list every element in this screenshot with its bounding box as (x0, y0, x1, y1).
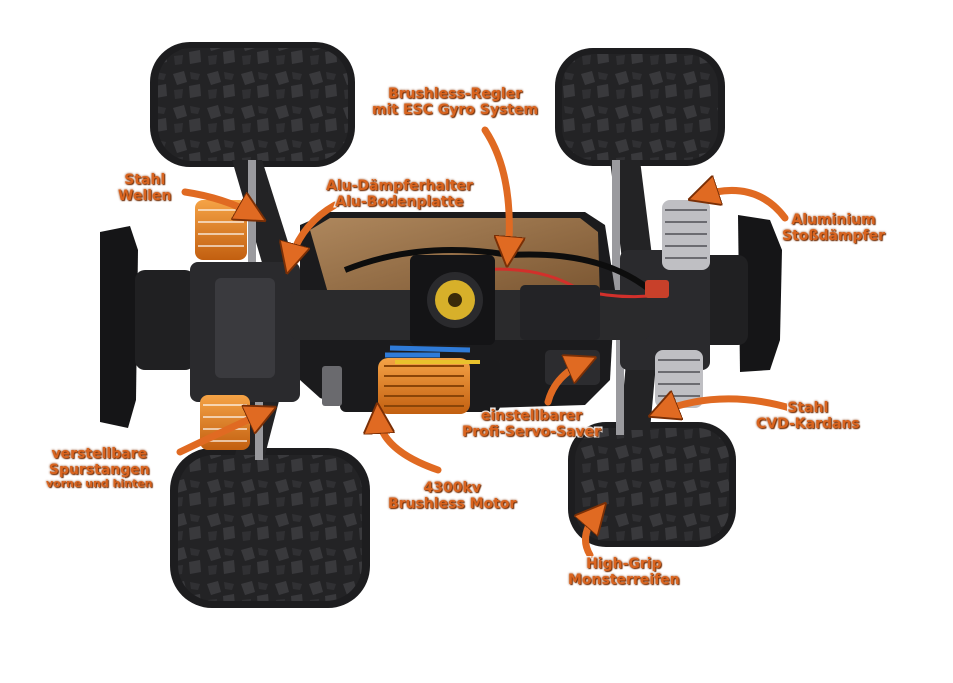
suspension-right (610, 160, 710, 435)
tire-front-right (555, 48, 725, 166)
label-shock-line2: Stoßdämpfer (780, 227, 886, 246)
bumper-mount-left (135, 270, 195, 370)
label-cvd-line2: CVD-Kardans (755, 415, 862, 434)
tire-rear-left (170, 448, 370, 608)
arrow-servo (544, 362, 585, 406)
bumper-left (100, 226, 138, 428)
label-cvd: Stahl CVD-Kardans (755, 398, 862, 434)
bumper-mount-right (700, 255, 748, 345)
label-shock: Aluminium Stoßdämpfer (780, 210, 886, 246)
arrow-motor (378, 415, 442, 474)
label-motor-line2: Brushless Motor (386, 495, 517, 514)
label-alu-line2: Alu-Bodenplatte (334, 193, 465, 212)
label-esc-line2: mit ESC Gyro System (370, 101, 539, 120)
label-tie-line1: verstellbare (50, 444, 149, 463)
motor (322, 358, 500, 414)
label-motor-line1: 4300kv (422, 478, 482, 497)
connector (645, 280, 669, 298)
label-shock-line1: Aluminium (790, 210, 877, 229)
label-shaft: Stahl Wellen (117, 170, 173, 206)
label-tires-line1: High-Grip (585, 554, 664, 573)
bumper-right (738, 215, 782, 372)
label-tires: High-Grip Monsterreifen (567, 554, 682, 590)
label-tie: verstellbare Spurstangen vorne und hinte… (45, 444, 155, 491)
arrow-esc (481, 126, 509, 255)
arrow-shock (700, 190, 789, 222)
arrow-shaft (181, 188, 255, 215)
label-shaft-line1: Stahl (123, 170, 167, 189)
arrow-cvd (660, 399, 794, 412)
label-servo-line1: einstellbarer (479, 406, 583, 425)
esc-unit (410, 255, 495, 345)
label-esc: Brushless-Regler mit ESC Gyro System (370, 84, 539, 120)
arrow-tie (176, 412, 265, 456)
label-tie-line2: Spurstangen (47, 461, 151, 480)
label-alu: Alu-Dämpferhalter Alu-Bodenplatte (325, 176, 475, 212)
label-servo: einstellbarer Profi-Servo-Saver (460, 406, 602, 442)
arrow-alu (290, 201, 339, 262)
label-motor: 4300kv Brushless Motor (386, 478, 517, 514)
label-tie-line3: vorne und hinten (45, 476, 155, 491)
label-esc-line1: Brushless-Regler (386, 84, 523, 103)
arrow-tires (586, 512, 599, 559)
label-servo-line2: Profi-Servo-Saver (460, 423, 602, 442)
label-cvd-line1: Stahl (786, 398, 830, 417)
label-alu-line1: Alu-Dämpferhalter (325, 176, 475, 195)
label-tires-line2: Monsterreifen (567, 571, 682, 590)
receiver (520, 285, 600, 340)
tire-rear-right (568, 422, 736, 547)
motor-wires (385, 345, 471, 358)
tire-front-left (150, 42, 355, 167)
shock-front-right (662, 200, 710, 270)
label-shaft-line2: Wellen (117, 187, 173, 206)
